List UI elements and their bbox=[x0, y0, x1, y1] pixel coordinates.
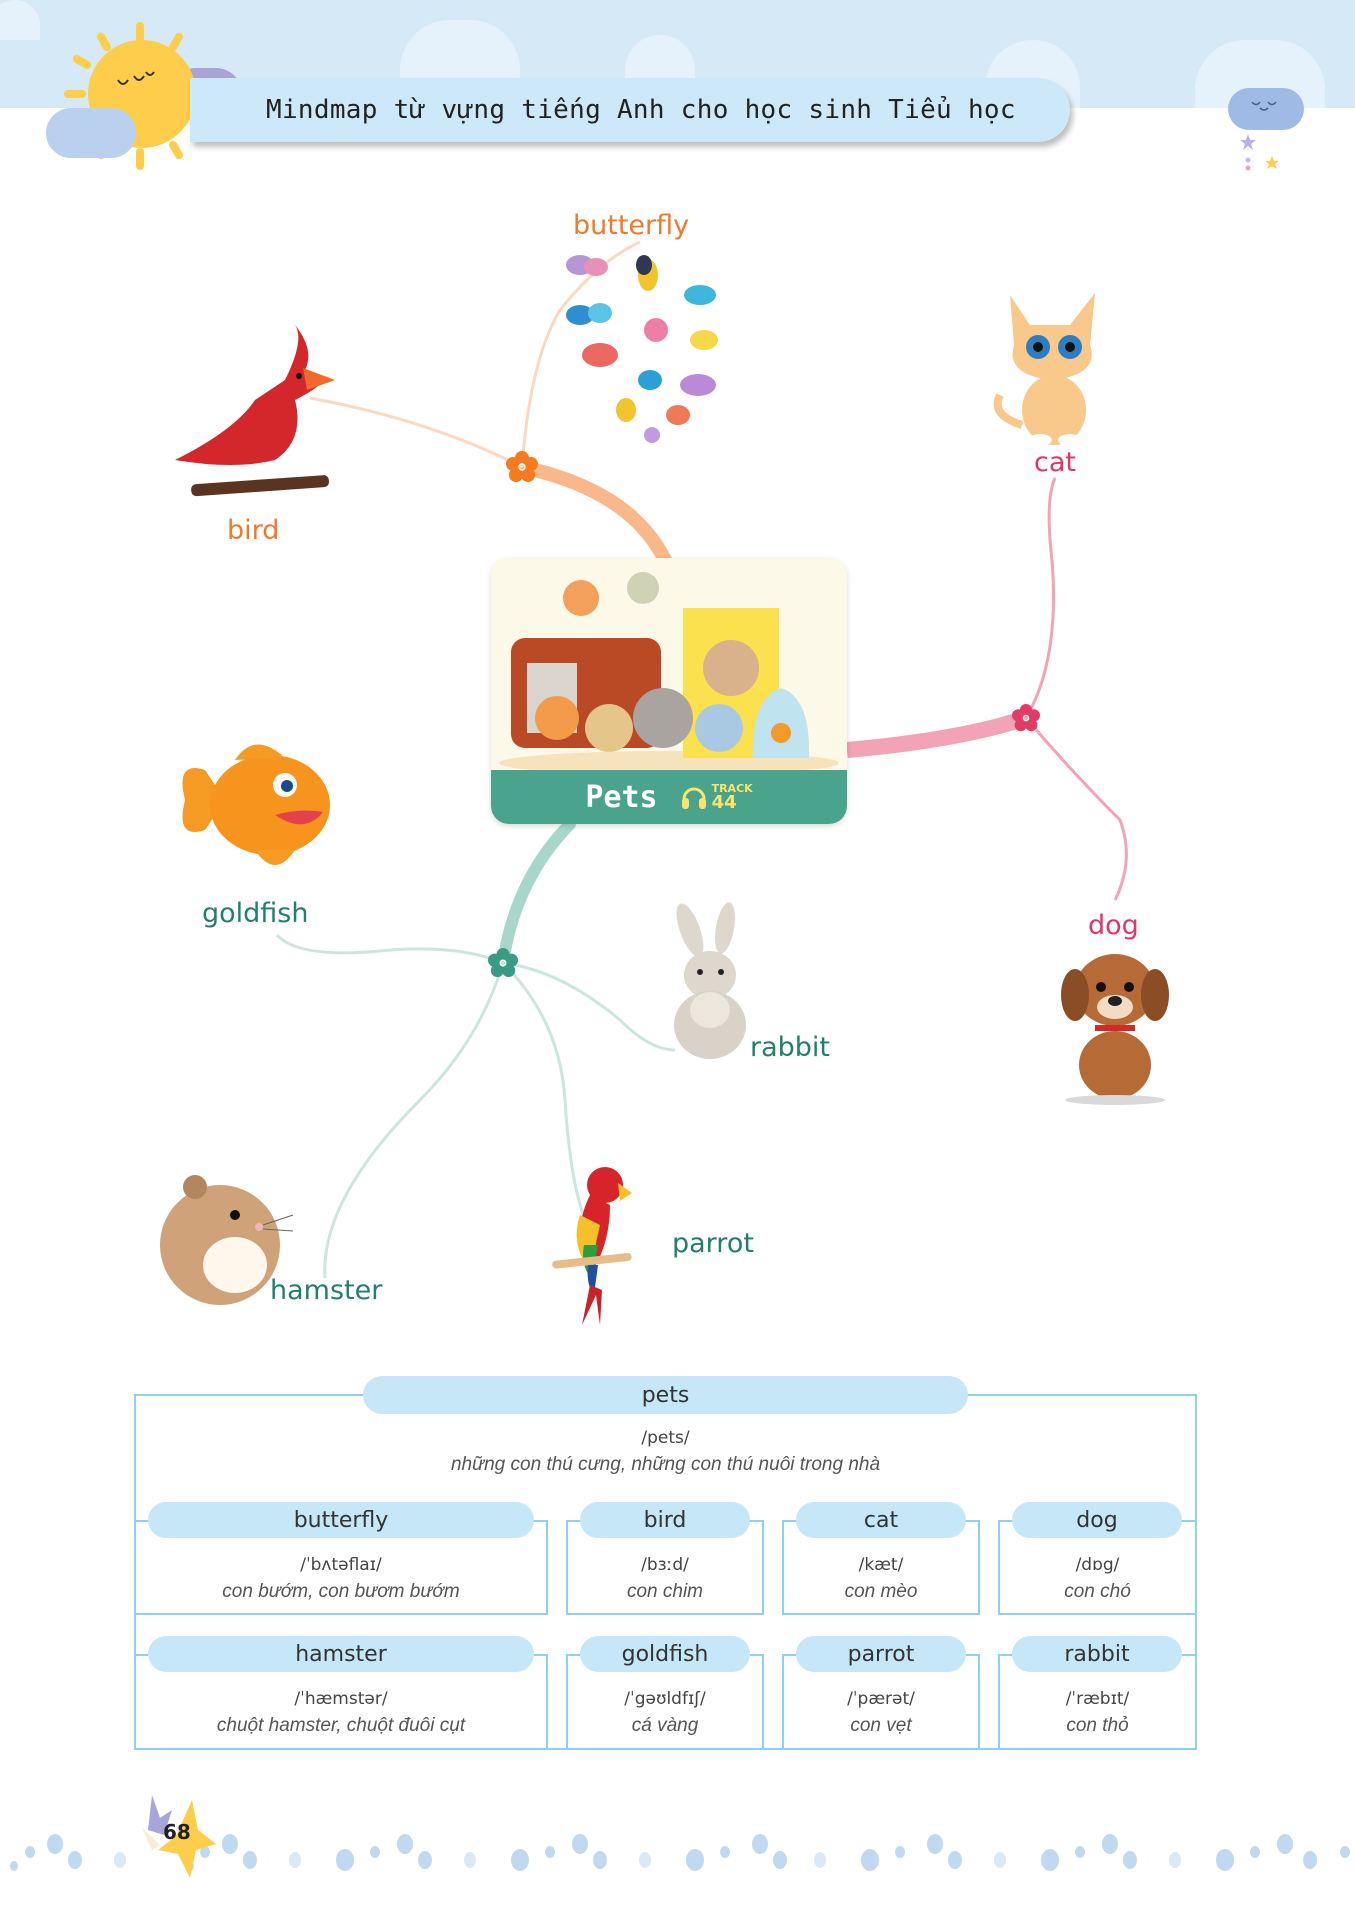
vocab-word: cat bbox=[796, 1502, 966, 1538]
parrot-illustration bbox=[550, 1165, 635, 1329]
goldfish-illustration bbox=[175, 730, 335, 884]
footer-dots-decoration bbox=[10, 1834, 1350, 1871]
vocab-meaning: con chó bbox=[1064, 1581, 1131, 1602]
pink-flower-node-icon bbox=[1012, 704, 1040, 736]
vocab-word: butterfly bbox=[148, 1502, 534, 1538]
hamster-illustration bbox=[155, 1165, 295, 1314]
vocab-ipa: /ˈræbɪt/ bbox=[1065, 1689, 1130, 1709]
vocab-main-word: pets bbox=[363, 1376, 968, 1414]
audio-track-button[interactable]: TRACK 44 bbox=[680, 783, 753, 812]
mindmap-label-dog: dog bbox=[1088, 910, 1139, 941]
mindmap-label-cat: cat bbox=[1034, 447, 1076, 478]
vocab-word: hamster bbox=[148, 1636, 534, 1672]
orange-flower-node-icon bbox=[506, 451, 538, 487]
kitten-illustration bbox=[990, 285, 1115, 449]
page-title: Mindmap từ vựng tiếng Anh cho học sinh T… bbox=[266, 95, 1016, 125]
rabbit-illustration bbox=[665, 900, 755, 1064]
vocab-word: goldfish bbox=[580, 1636, 750, 1672]
vocab-meaning: con mèo bbox=[844, 1581, 918, 1602]
puppy-illustration bbox=[1055, 945, 1175, 1109]
vocab-main-meaning: những con thú cưng, những con thú nuôi t… bbox=[450, 1454, 881, 1475]
vocab-ipa: /ˈgəʊldfɪʃ/ bbox=[624, 1689, 706, 1709]
vocab-meaning: con thỏ bbox=[1066, 1715, 1129, 1736]
track-number: 44 bbox=[711, 791, 737, 813]
vocab-ipa: /ˈpærət/ bbox=[847, 1689, 915, 1709]
vocab-meaning: cá vàng bbox=[631, 1715, 699, 1736]
page-number-star-icon bbox=[142, 1795, 216, 1878]
headphones-icon bbox=[681, 787, 706, 809]
blue-cloud-icon bbox=[46, 108, 136, 158]
sleepy-cloud-icon bbox=[1228, 88, 1304, 130]
page-number: 68 bbox=[163, 1820, 191, 1844]
mindmap-label-parrot: parrot bbox=[672, 1228, 754, 1259]
vocab-word: parrot bbox=[796, 1636, 966, 1672]
vocab-word: dog bbox=[1012, 1502, 1182, 1538]
teal-flower-node-icon bbox=[488, 948, 518, 982]
vocab-main-ipa: /pets/ bbox=[641, 1428, 690, 1448]
vocab-ipa: /ˈbʌtəflaɪ/ bbox=[300, 1555, 382, 1575]
butterflies-illustration bbox=[560, 245, 730, 449]
mindmap-branches bbox=[275, 240, 1128, 1279]
vocab-ipa: /kæt/ bbox=[858, 1555, 904, 1575]
vocab-word: rabbit bbox=[1012, 1636, 1182, 1672]
vocab-ipa: /bɜːd/ bbox=[641, 1555, 689, 1575]
mindmap-label-rabbit: rabbit bbox=[750, 1032, 831, 1063]
vocab-meaning: con bướm, con bươm bướm bbox=[222, 1581, 460, 1602]
vocab-meaning: con chim bbox=[626, 1581, 704, 1602]
center-topic-title: Pets bbox=[585, 779, 658, 815]
vocab-meaning: chuột hamster, chuột đuôi cụt bbox=[216, 1715, 466, 1736]
mindmap-label-goldfish: goldfish bbox=[202, 898, 309, 929]
pets-group-illustration bbox=[491, 558, 847, 770]
center-topic-footer: Pets TRACK 44 bbox=[491, 770, 847, 824]
mindmap-label-bird: bird bbox=[227, 515, 280, 546]
vocab-word: bird bbox=[580, 1502, 750, 1538]
mindmap-label-butterfly: butterfly bbox=[573, 210, 690, 241]
cardinal-bird-illustration bbox=[175, 320, 335, 509]
center-topic-card: Pets TRACK 44 bbox=[491, 558, 847, 824]
mindmap-label-hamster: hamster bbox=[270, 1275, 383, 1306]
vocab-meaning: con vẹt bbox=[850, 1715, 912, 1736]
page-title-banner: Mindmap từ vựng tiếng Anh cho học sinh T… bbox=[190, 78, 1070, 142]
vocab-ipa: /ˈhæmstər/ bbox=[294, 1689, 388, 1709]
vocab-ipa: /dɒg/ bbox=[1075, 1555, 1120, 1575]
hanging-star-moon-decoration bbox=[1238, 130, 1279, 204]
track-label: TRACK bbox=[711, 781, 753, 795]
